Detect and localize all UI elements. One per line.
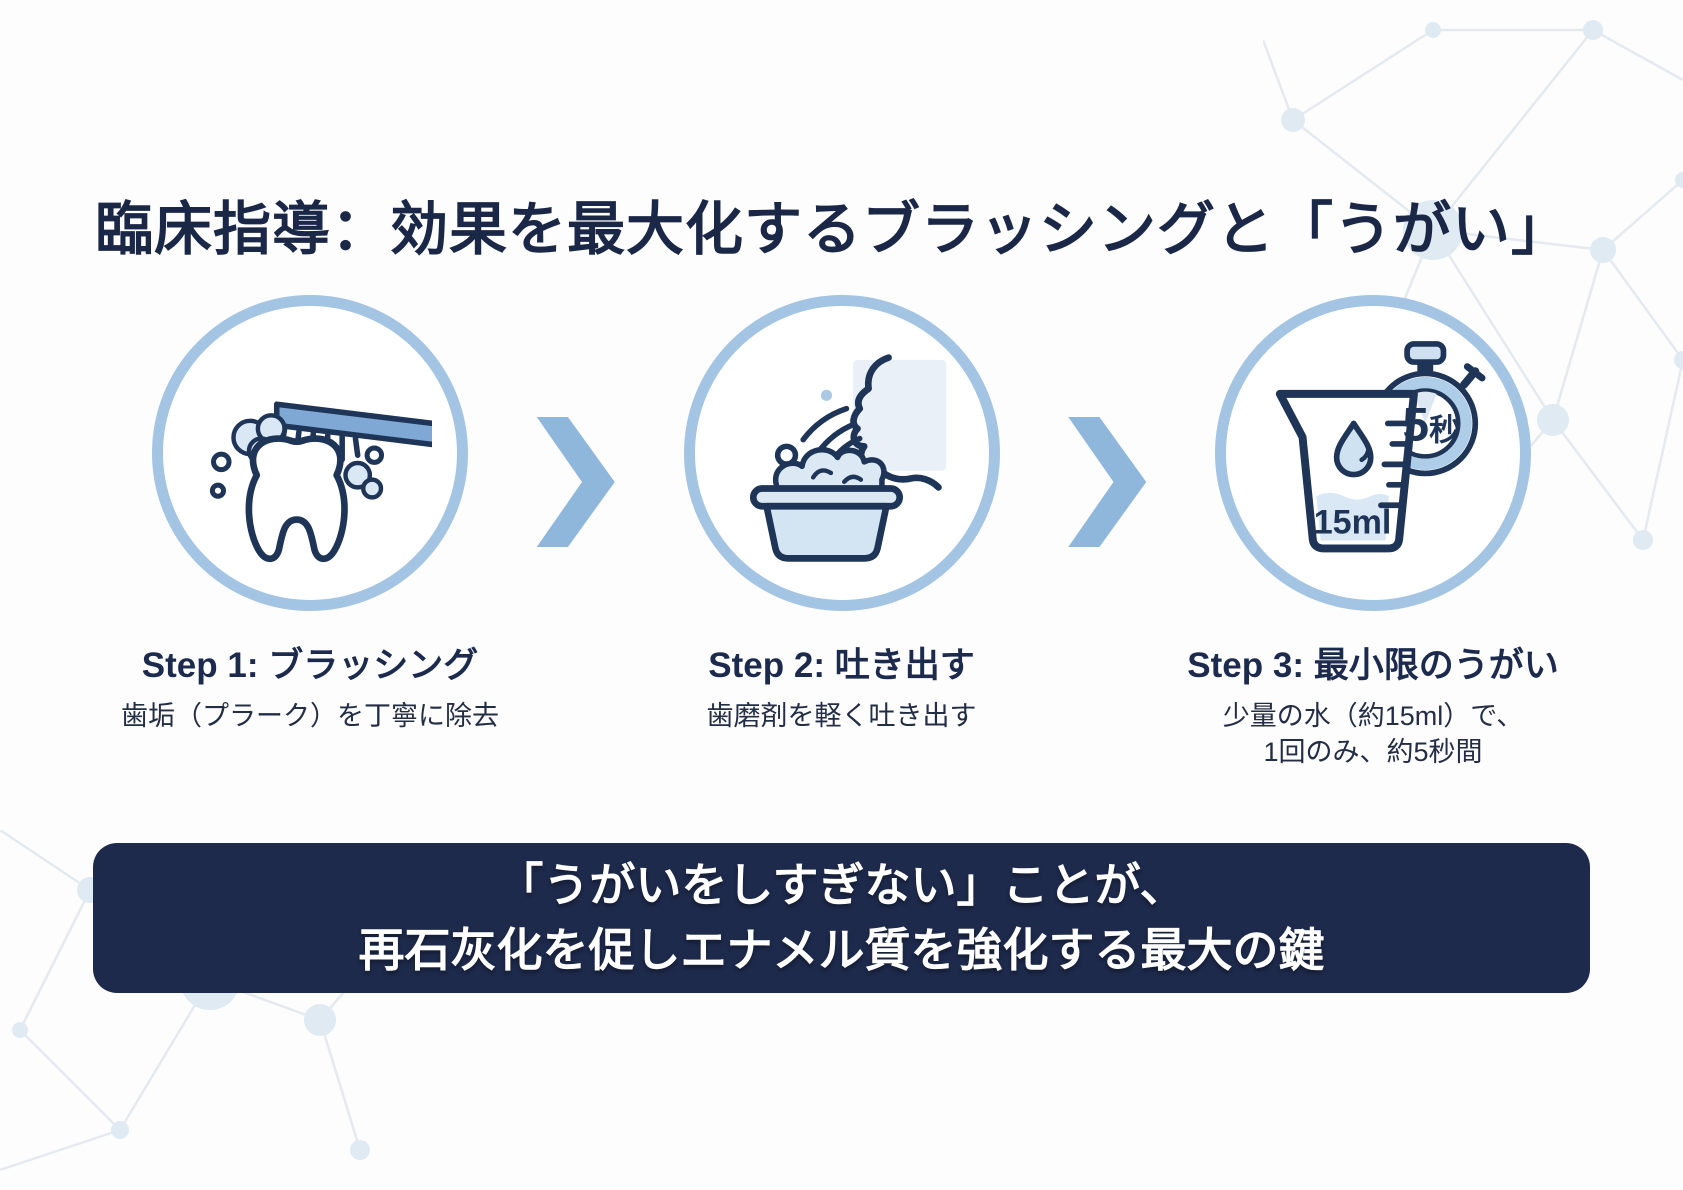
step-3-description: 少量の水（約15ml）で、 1回のみ、約5秒間	[1223, 698, 1523, 771]
droplet	[820, 389, 832, 401]
key-message-banner: 「うがいをしすぎない」ことが、 再石灰化を促しエナメル質を強化する最大の鍵	[93, 843, 1590, 993]
arrow-icon	[536, 417, 615, 547]
step-3-circle: 15ml 5秒	[1215, 295, 1531, 611]
step-3-heading: Step 3: 最小限のうがい	[1187, 646, 1559, 685]
banner-line1: 「うがいをしすぎない」ことが、	[497, 858, 1186, 911]
face-background	[852, 359, 946, 471]
rinse-cup-stopwatch-icon: 15ml 5秒	[1275, 341, 1486, 553]
measuring-cup-icon: 15ml	[1275, 389, 1418, 553]
step-1-heading: Step 1: ブラッシング	[141, 646, 479, 685]
step-2-heading: Step 2: 吐き出す	[708, 646, 975, 685]
tooth-brushing-icon	[209, 401, 432, 563]
basin-body	[762, 502, 890, 562]
page-title: 臨床指導：効果を最大化するブラッシングと「うがい」	[95, 197, 1571, 262]
step-3-description-line1: 少量の水（約15ml）で、	[1222, 701, 1524, 731]
arrow-icon	[1068, 417, 1147, 547]
outline-bubbles	[209, 445, 385, 499]
step-3: 15ml 5秒 Step 3: 最小限のうがい 少量の水（約15ml）で、 1回…	[1158, 295, 1588, 771]
spit-out-icon	[749, 354, 946, 562]
steps-row: Step 1: ブラッシング 歯垢（プラーク）を丁寧に除去	[95, 295, 1588, 771]
step-2: Step 2: 吐き出す 歯磨剤を軽く吐き出す	[627, 295, 1057, 734]
tooth-shape	[245, 435, 348, 563]
step-1: Step 1: ブラッシング 歯垢（プラーク）を丁寧に除去	[95, 295, 525, 734]
step-1-description: 歯垢（プラーク）を丁寧に除去	[121, 701, 499, 731]
foam-curls	[810, 468, 863, 485]
step-1-circle	[152, 295, 468, 611]
step-3-description-line2: 1回のみ、約5秒間	[1263, 737, 1483, 768]
step-2-circle	[683, 295, 1000, 611]
cup-volume-label: 15ml	[1314, 504, 1392, 542]
step-2-description: 歯磨剤を軽く吐き出す	[706, 701, 977, 731]
banner-line2: 再石灰化を促しエナメル質を強化する最大の鍵	[358, 924, 1325, 976]
